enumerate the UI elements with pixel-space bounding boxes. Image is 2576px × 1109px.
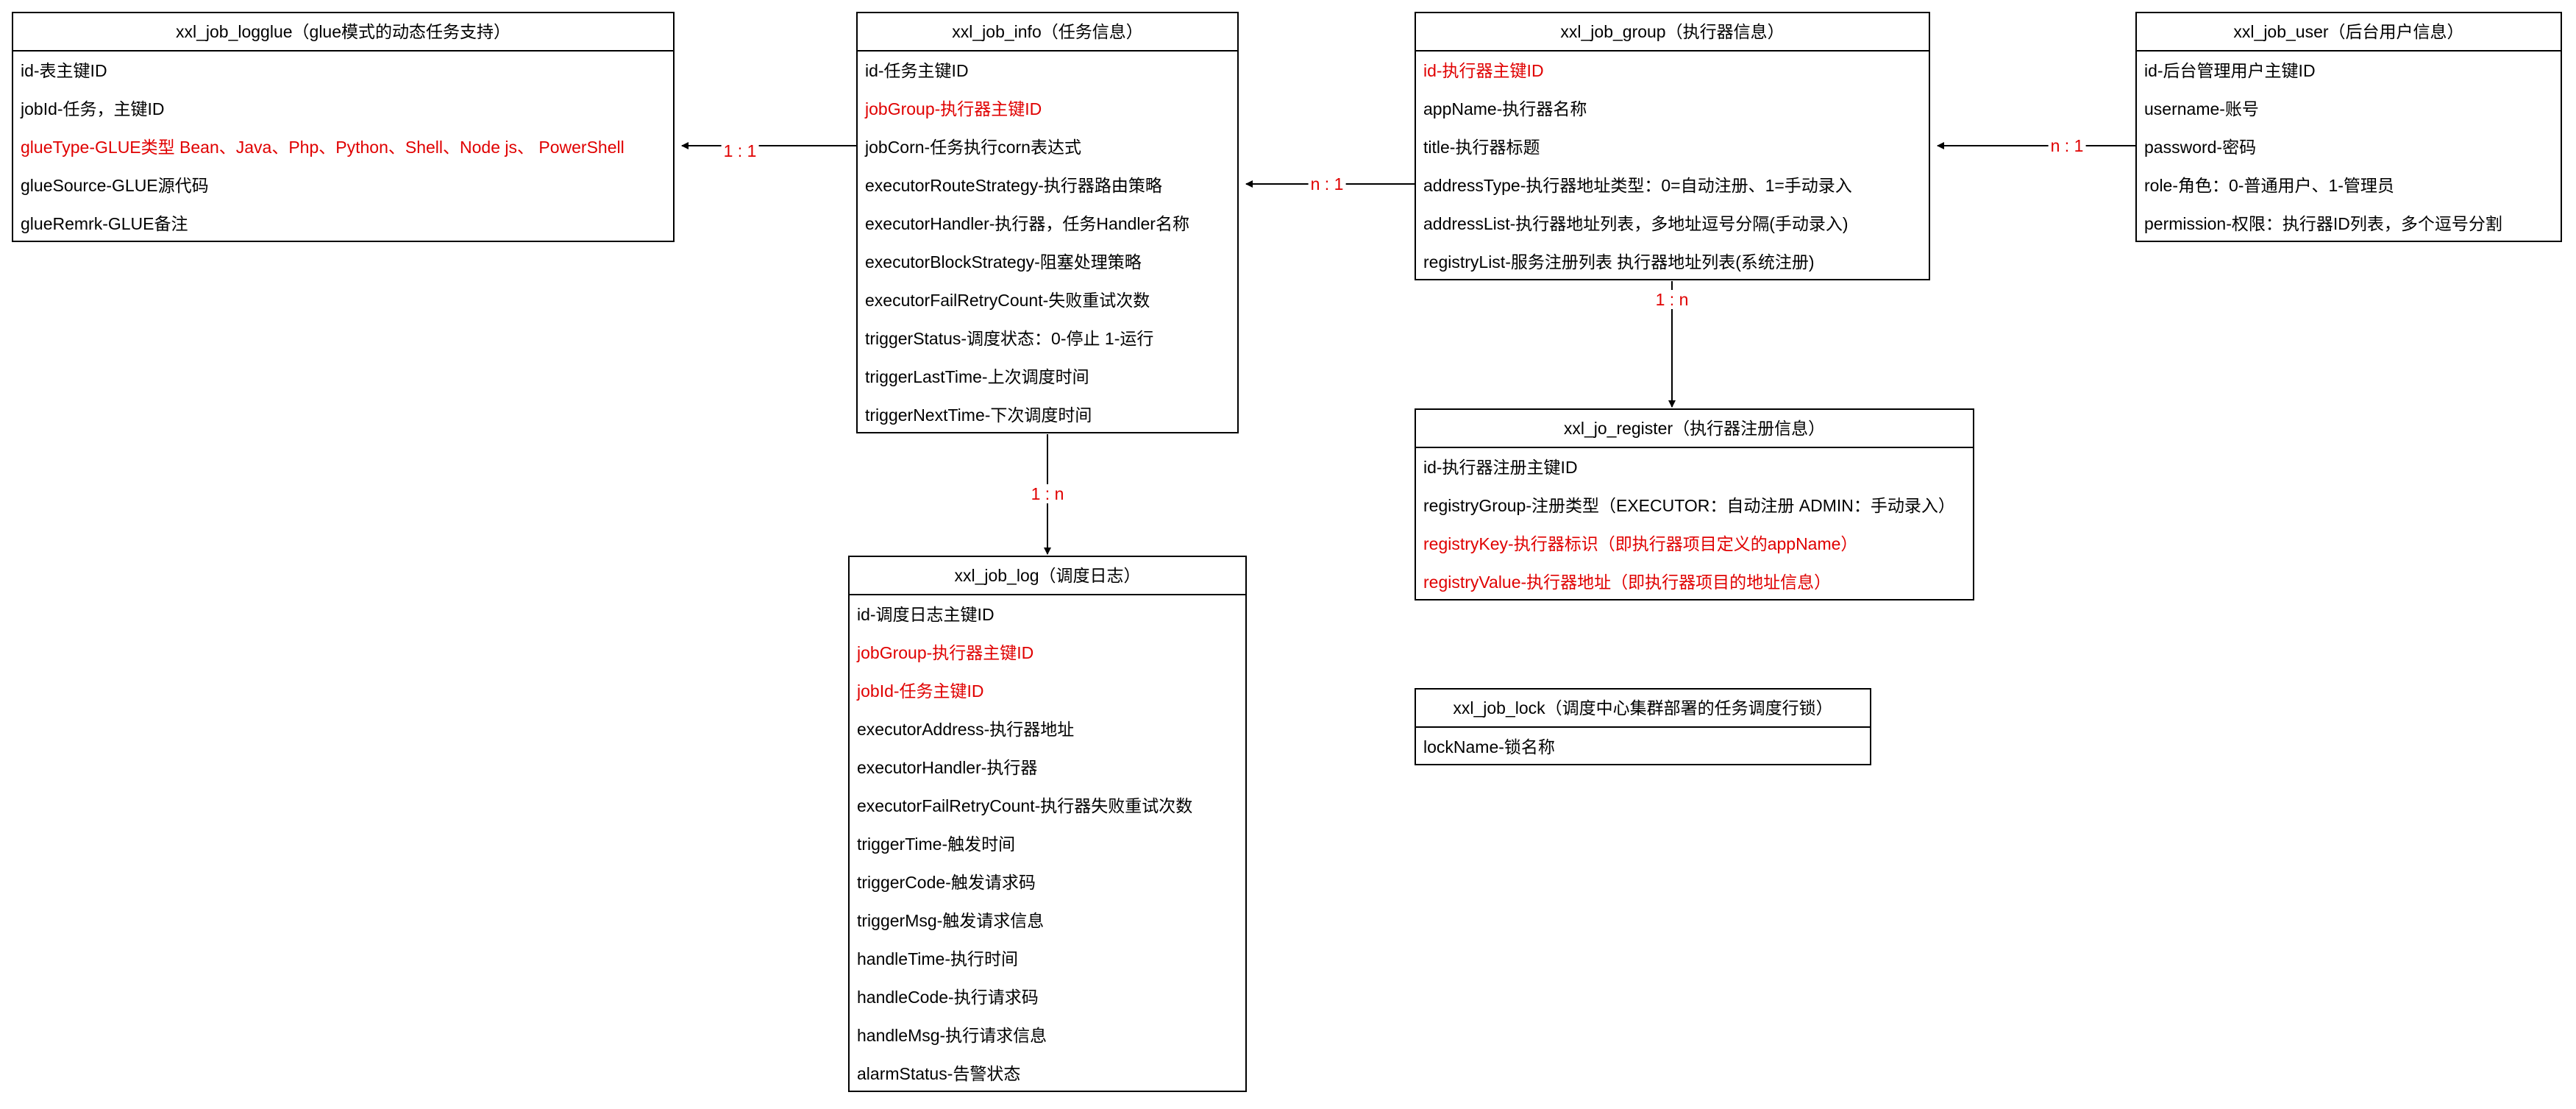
table-field: title-执行器标题	[1423, 138, 1540, 157]
table-field: id-后台管理用户主键ID	[2144, 61, 2316, 80]
table-field: registryValue-执行器地址（即执行器项目的地址信息）	[1423, 573, 1832, 592]
table-field: username-账号	[2144, 99, 2259, 118]
table-field: jobGroup-执行器主键ID	[857, 643, 1034, 662]
table-field: glueType-GLUE类型 Bean、Java、Php、Python、She…	[21, 138, 625, 157]
table-xxl-job-group: xxl_job_group（执行器信息） id-执行器主键ID appName-执行…	[1415, 12, 1930, 280]
table-xxl-jo-register: xxl_jo_register（执行器注册信息） id-执行器注册主键ID regi…	[1415, 408, 1974, 600]
table-field: executorFailRetryCount-失败重试次数	[865, 291, 1150, 310]
relation-label-user-group: n : 1	[2048, 136, 2086, 155]
table-field: jobCorn-任务执行corn表达式	[865, 138, 1081, 157]
table-field: registryList-服务注册列表 执行器地址列表(系统注册)	[1423, 252, 1815, 272]
table-xxl-job-lock: xxl_job_lock（调度中心集群部署的任务调度行锁） lockName-锁名…	[1415, 688, 1871, 765]
relation-label-group-info: n : 1	[1308, 174, 1346, 194]
table-field: handleTime-执行时间	[857, 949, 1018, 968]
table-xxl-job-logglue: xxl_job_logglue（glue模式的动态任务支持） id-表主键ID jo…	[12, 12, 675, 242]
table-field: registryKey-执行器标识（即执行器项目定义的appName）	[1423, 534, 1858, 553]
table-field: role-角色：0-普通用户、1-管理员	[2144, 176, 2394, 195]
table-field: alarmStatus-告警状态	[857, 1064, 1021, 1083]
table-field: executorFailRetryCount-执行器失败重试次数	[857, 796, 1193, 815]
table-field: jobId-任务主键ID	[857, 681, 984, 701]
table-field: jobId-任务，主键ID	[21, 99, 165, 118]
relation-label-info-log: 1 : n	[1028, 484, 1067, 503]
table-field: id-执行器注册主键ID	[1423, 458, 1578, 477]
table-field: glueSource-GLUE源代码	[21, 176, 209, 195]
table-field: executorRouteStrategy-执行器路由策略	[865, 176, 1162, 195]
table-title: xxl_job_lock（调度中心集群部署的任务调度行锁）	[1416, 690, 1870, 728]
table-field: lockName-锁名称	[1423, 737, 1555, 757]
table-field: id-表主键ID	[21, 61, 107, 80]
table-xxl-job-log: xxl_job_log（调度日志） id-调度日志主键ID jobGroup-执行器…	[848, 556, 1247, 1092]
table-xxl-job-user: xxl_job_user（后台用户信息） id-后台管理用户主键ID usernam…	[2135, 12, 2562, 242]
table-field: jobGroup-执行器主键ID	[865, 99, 1042, 118]
table-title: xxl_job_info（任务信息）	[858, 13, 1237, 52]
table-field: registryGroup-注册类型（EXECUTOR：自动注册 ADMIN：手…	[1423, 496, 1955, 515]
table-title: xxl_job_group（执行器信息）	[1416, 13, 1929, 52]
table-field: id-调度日志主键ID	[857, 605, 995, 624]
table-field: triggerTime-触发时间	[857, 835, 1016, 854]
table-field: id-执行器主键ID	[1423, 61, 1544, 80]
table-field: handleMsg-执行请求信息	[857, 1026, 1047, 1045]
table-field: password-密码	[2144, 138, 2257, 157]
table-field: glueRemrk-GLUE备注	[21, 214, 188, 233]
table-field: permission-权限：执行器ID列表，多个逗号分割	[2144, 214, 2502, 233]
table-field: handleCode-执行请求码	[857, 988, 1039, 1007]
table-title: xxl_job_log（调度日志）	[850, 557, 1245, 595]
table-xxl-job-info: xxl_job_info（任务信息） id-任务主键ID jobGroup-执行器主…	[856, 12, 1239, 433]
table-field: id-任务主键ID	[865, 61, 969, 80]
table-field: executorBlockStrategy-阻塞处理策略	[865, 252, 1142, 272]
table-field: triggerNextTime-下次调度时间	[865, 405, 1092, 425]
table-field: triggerMsg-触发请求信息	[857, 911, 1045, 930]
relation-label-group-register: 1 : n	[1653, 290, 1691, 309]
table-title: xxl_job_user（后台用户信息）	[2137, 13, 2561, 52]
table-field: executorHandler-执行器，任务Handler名称	[865, 214, 1189, 233]
table-field: triggerLastTime-上次调度时间	[865, 367, 1089, 386]
table-title: xxl_job_logglue（glue模式的动态任务支持）	[13, 13, 673, 52]
table-field: triggerCode-触发请求码	[857, 873, 1036, 892]
table-field: appName-执行器名称	[1423, 99, 1587, 118]
table-field: addressType-执行器地址类型：0=自动注册、1=手动录入	[1423, 176, 1852, 195]
table-field: triggerStatus-调度状态：0-停止 1-运行	[865, 329, 1154, 348]
table-field: executorHandler-执行器	[857, 758, 1038, 777]
table-title: xxl_jo_register（执行器注册信息）	[1416, 410, 1973, 448]
relation-label-info-logglue: 1 : 1	[721, 141, 759, 160]
table-field: addressList-执行器地址列表，多地址逗号分隔(手动录入)	[1423, 214, 1849, 233]
table-field: executorAddress-执行器地址	[857, 720, 1075, 739]
